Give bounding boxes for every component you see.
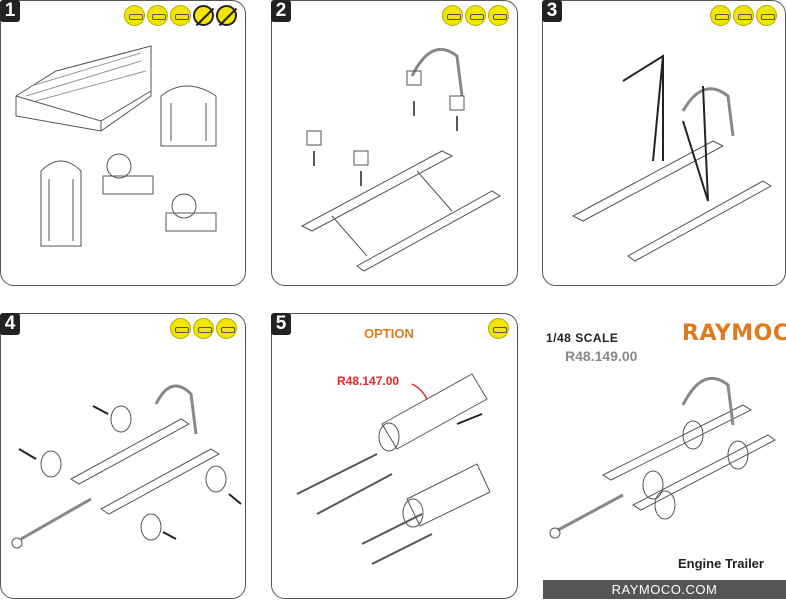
engine-option-illustration bbox=[296, 373, 491, 565]
cutter-icon bbox=[124, 5, 145, 26]
step-number: 2 bbox=[271, 0, 291, 22]
step-2-panel: 2 bbox=[271, 0, 518, 286]
tool-icons bbox=[124, 5, 237, 26]
step-1-panel: 1 bbox=[0, 0, 246, 286]
step-number: 5 bbox=[271, 313, 291, 335]
website-footer[interactable]: RAYMOCO.COM bbox=[543, 580, 786, 599]
product-code: R48.149.00 bbox=[565, 348, 638, 364]
product-name: Engine Trailer bbox=[678, 556, 764, 571]
glue-icon bbox=[756, 5, 777, 26]
glue-icon bbox=[216, 318, 237, 339]
step-number: 3 bbox=[542, 0, 562, 22]
step-4-panel: 4 bbox=[0, 313, 246, 599]
parts-sprue-illustration bbox=[15, 45, 217, 247]
tool-icons bbox=[170, 318, 237, 339]
step-number: 4 bbox=[0, 313, 20, 335]
no-glue-icon bbox=[193, 5, 214, 26]
wheels-assembly-illustration bbox=[11, 384, 242, 549]
raymoco-logo: RAYMOCO bbox=[682, 321, 786, 346]
step-number: 1 bbox=[0, 0, 20, 22]
knife-icon bbox=[170, 318, 191, 339]
part-number-label: R48.147.00 bbox=[337, 374, 400, 388]
tool-icons bbox=[442, 5, 509, 26]
knife-icon bbox=[710, 5, 731, 26]
tool-icons bbox=[710, 5, 777, 26]
frame-lines-illustration bbox=[571, 54, 772, 262]
sanding-icon bbox=[465, 5, 486, 26]
sanding-icon bbox=[733, 5, 754, 26]
sanding-icon bbox=[170, 5, 191, 26]
sanding-icon bbox=[193, 318, 214, 339]
completed-trailer-illustration bbox=[549, 376, 776, 539]
knife-icon bbox=[442, 5, 463, 26]
step-5-panel: 5 OPTION R48.147.00 bbox=[271, 313, 518, 599]
option-label: OPTION bbox=[364, 326, 414, 341]
glue-icon bbox=[488, 318, 509, 339]
frame-assembly-illustration bbox=[300, 47, 501, 272]
glue-icon bbox=[488, 5, 509, 26]
no-paint-icon bbox=[216, 5, 237, 26]
tool-icons bbox=[488, 318, 509, 339]
knife-icon bbox=[147, 5, 168, 26]
step-3-panel: 3 bbox=[542, 0, 786, 286]
scale-label: 1/48 SCALE bbox=[546, 331, 619, 345]
